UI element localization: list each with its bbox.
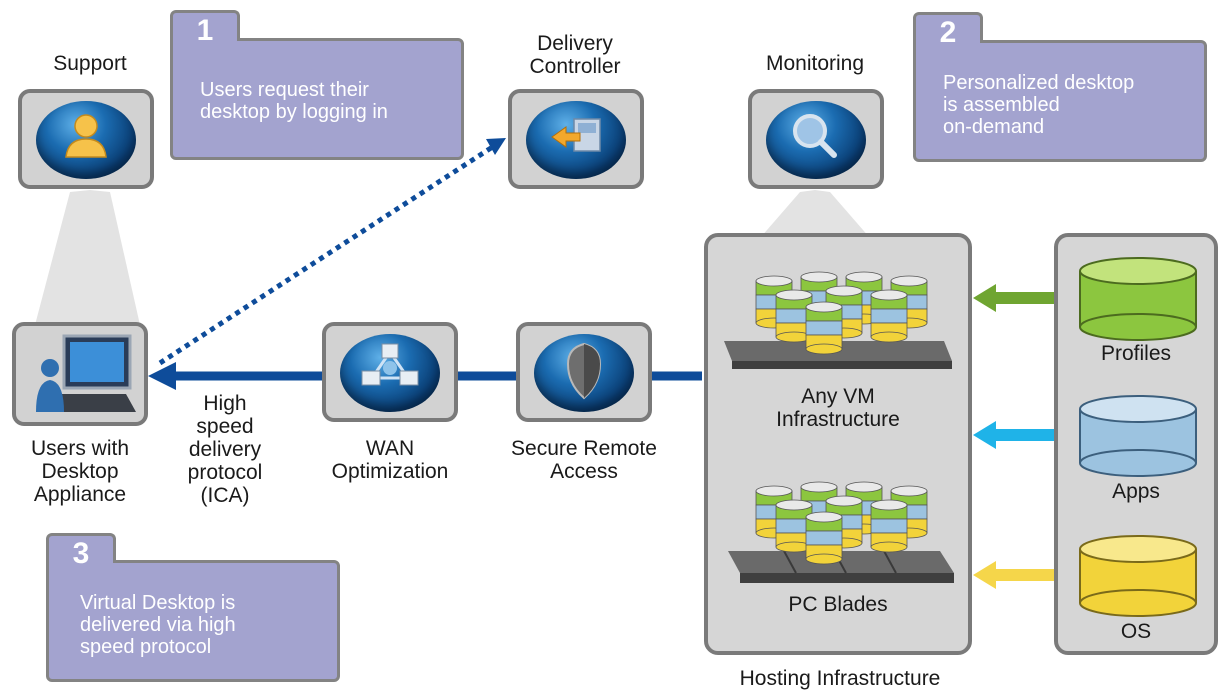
any-vm-label: Any VM Infrastructure (776, 385, 900, 431)
main-flow-arrowhead (148, 362, 176, 390)
resource-cylinders (1079, 257, 1197, 617)
profiles-arrow (973, 284, 1073, 312)
step-1-text: Users request their desktop by logging i… (200, 79, 388, 123)
os-arrow (973, 561, 1073, 589)
apps-label: Apps (1112, 480, 1160, 503)
user-icon (65, 114, 107, 158)
hosting-infrastructure-label: Hosting Infrastructure (739, 667, 941, 690)
step-3-number: 3 (72, 537, 90, 570)
step-1-number: 1 (196, 14, 214, 47)
os-label: OS (1120, 620, 1152, 643)
step-2-number: 2 (939, 16, 957, 49)
login-request-arrowhead (486, 138, 506, 155)
monitoring-beam (760, 190, 870, 238)
wan-optimization-node (322, 322, 458, 422)
users-desktop-label: Users with Desktop Appliance (30, 437, 130, 506)
pc-blades-stack (728, 481, 954, 583)
profiles-label: Profiles (1100, 342, 1172, 365)
secure-remote-access-label: Secure Remote Access (511, 437, 657, 483)
protocol-label: High speed delivery protocol (ICA) (187, 392, 263, 507)
delivery-controller-node (508, 89, 644, 189)
secure-remote-access-node (516, 322, 652, 422)
delivery-controller-label: Delivery Controller (529, 32, 621, 78)
controller-icon (551, 118, 601, 152)
users-desktop-node (12, 322, 148, 426)
support-beam (35, 190, 140, 325)
os-cylinder (1079, 535, 1197, 617)
monitoring-node (748, 89, 884, 189)
magnifier-icon (793, 114, 837, 158)
any-vm-server-stack (724, 271, 952, 369)
shield-icon (566, 342, 602, 400)
support-label: Support (53, 52, 127, 75)
resources-panel (1054, 233, 1218, 655)
network-icon (361, 343, 419, 386)
step-3-text: Virtual Desktop is delivered via high sp… (80, 592, 236, 658)
support-node (18, 89, 154, 189)
step-2-text: Personalized desktop is assembled on-dem… (943, 72, 1135, 138)
hosting-infrastructure-panel (704, 233, 972, 655)
monitoring-label: Monitoring (765, 52, 865, 75)
login-request-dotted-arrow (158, 143, 496, 366)
apps-arrow (973, 421, 1073, 449)
pc-blades-label: PC Blades (788, 593, 888, 616)
desktop-appliance-icon (36, 334, 136, 412)
profiles-cylinder (1079, 257, 1197, 341)
apps-cylinder (1079, 395, 1197, 477)
wan-optimization-label: WAN Optimization (331, 437, 449, 483)
